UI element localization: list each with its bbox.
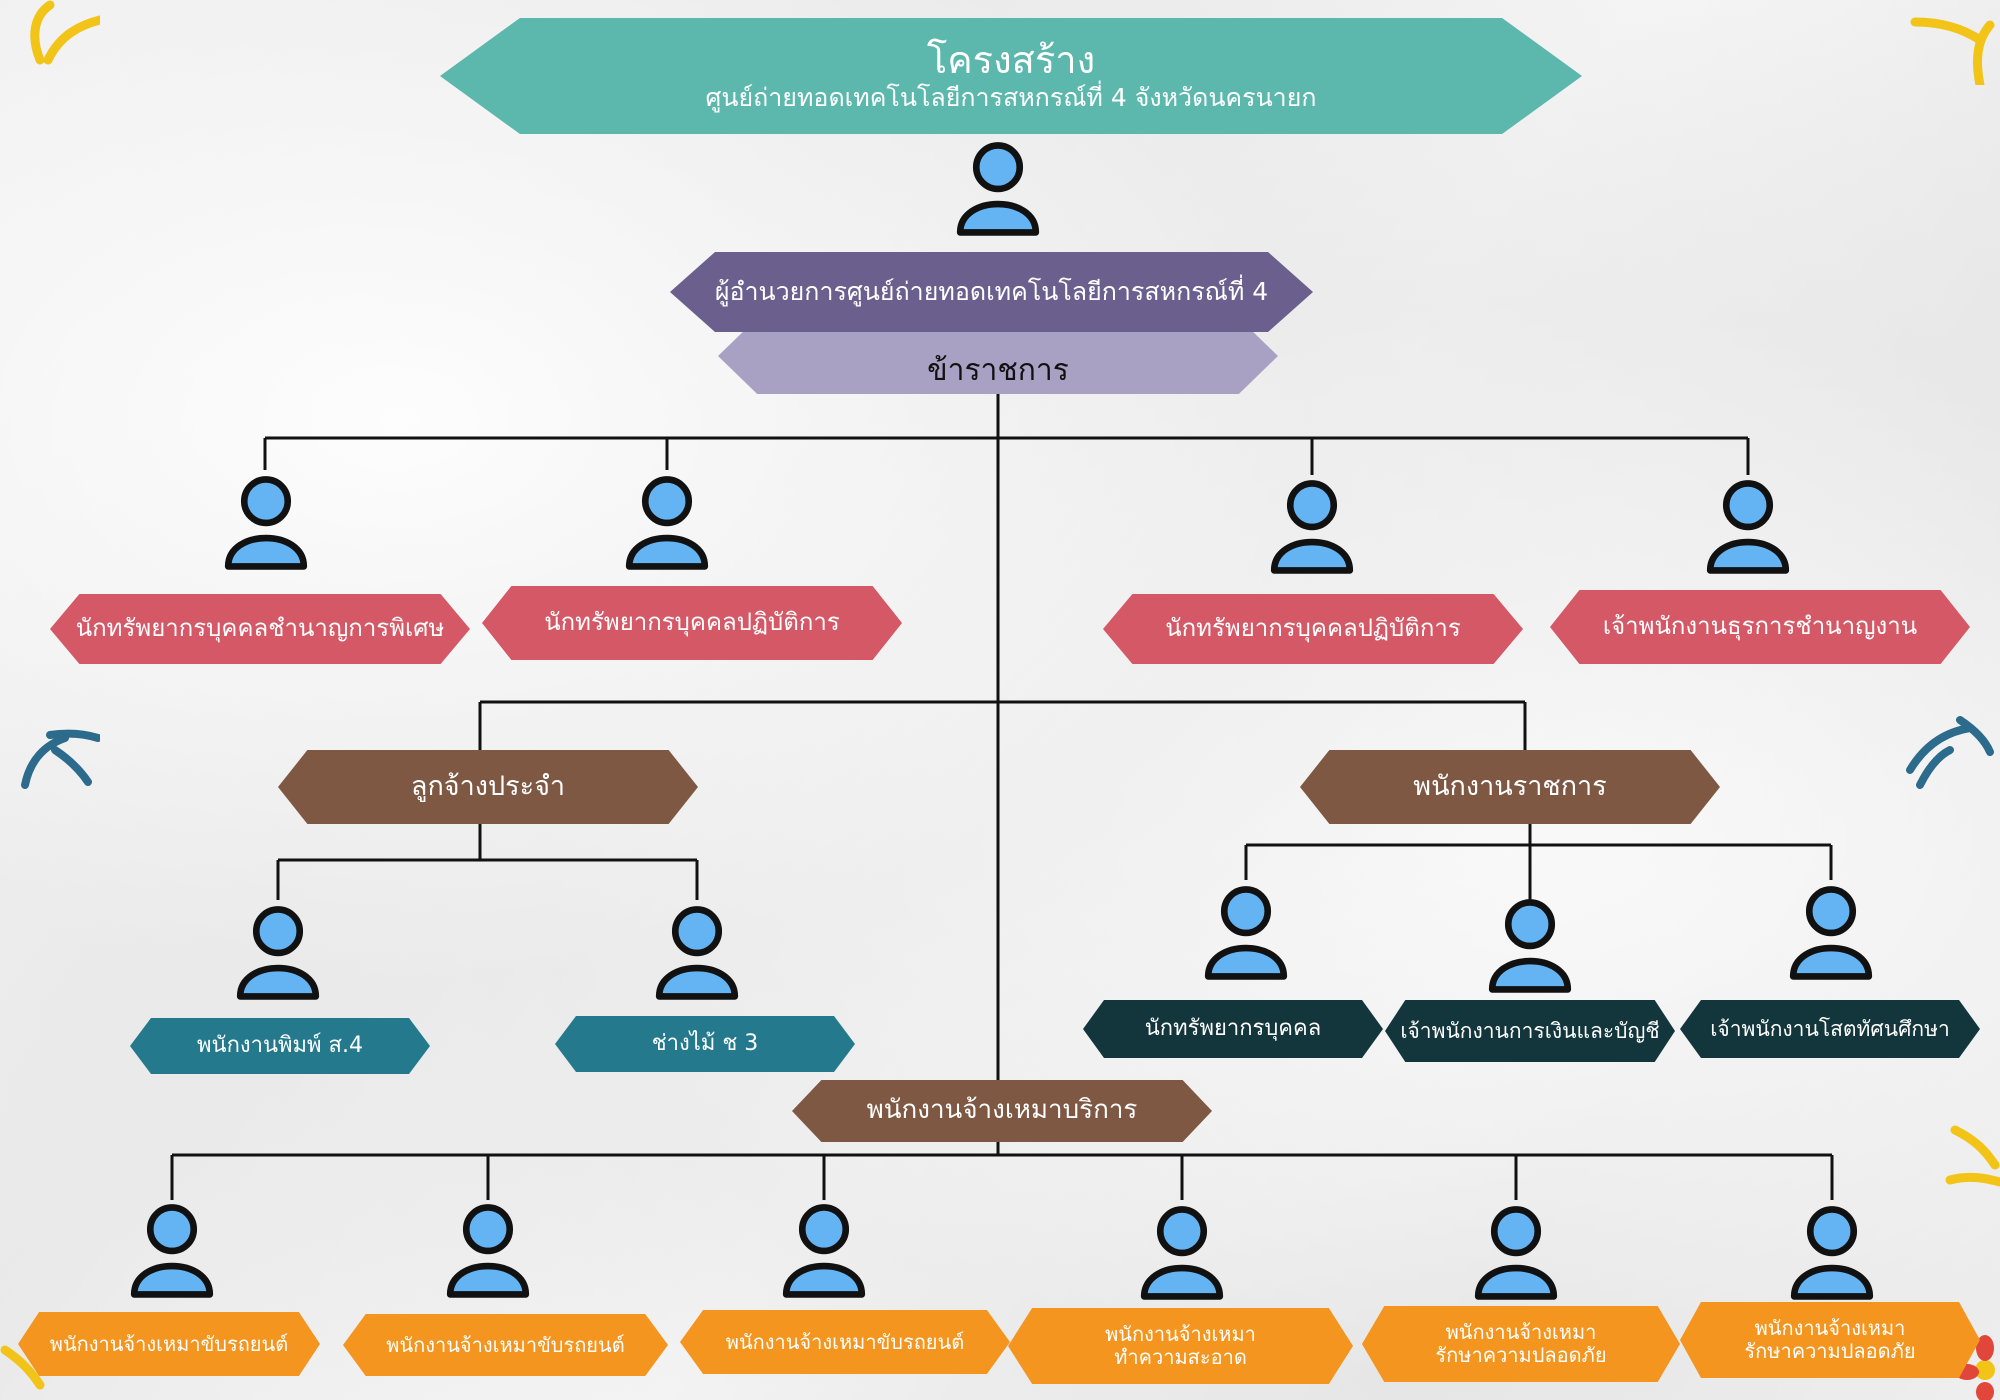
civil-position-box: นักทรัพยากรบุคคลปฏิบัติการ — [1103, 594, 1523, 664]
contract-position-line2: ทำความสะอาด — [1114, 1345, 1247, 1369]
permanent-position-label: ช่างไม้ ช 3 — [651, 1031, 759, 1057]
government-position-box: นักทรัพยากรบุคคล — [1083, 1000, 1383, 1058]
contract-position-line1: พนักงานจ้างเหมา — [1754, 1316, 1906, 1340]
leaf-decoration-top-left — [30, 0, 100, 65]
person-icon — [236, 906, 320, 1000]
government-employees-label: พนักงานราชการ — [1413, 771, 1607, 803]
civil-position-box: นักทรัพยากรบุคคลชำนาญการพิเศษ — [50, 594, 470, 664]
contract-position-line1: พนักงานจ้างเหมาขับรถยนต์ — [725, 1329, 965, 1354]
contract-position-box: พนักงานจ้างเหมาขับรถยนต์ — [680, 1310, 1010, 1374]
permanent-employees-label: ลูกจ้างประจำ — [410, 771, 566, 803]
director-box: ผู้อำนวยการศูนย์ถ่ายทอดเทคโนโลยีการสหกรณ… — [670, 252, 1313, 332]
permanent-position-box: พนักงานพิมพ์ ส.4 — [130, 1018, 430, 1074]
person-icon — [1790, 1206, 1874, 1300]
permanent-position-box: ช่างไม้ ช 3 — [555, 1016, 855, 1072]
flower-decoration-bottom-right — [1955, 1335, 1995, 1400]
contract-position-box: พนักงานจ้างเหมาขับรถยนต์ — [343, 1314, 668, 1376]
person-icon — [1140, 1206, 1224, 1300]
header-banner: โครงสร้าง ศูนย์ถ่ายทอดเทคโนโลยีการสหกรณ์… — [440, 18, 1582, 134]
person-icon — [224, 476, 308, 570]
permanent-employees-box: ลูกจ้างประจำ — [278, 750, 698, 824]
page-subtitle: ศูนย์ถ่ายทอดเทคโนโลยีการสหกรณ์ที่ 4 จังห… — [705, 83, 1317, 113]
contract-position-box: พนักงานจ้างเหมา ทำความสะอาด — [1008, 1308, 1353, 1384]
contract-service-box: พนักงานจ้างเหมาบริการ — [792, 1080, 1212, 1142]
person-icon — [1488, 899, 1572, 993]
government-employees-box: พนักงานราชการ — [1300, 750, 1720, 824]
government-position-box: เจ้าพนักงานการเงินและบัญชี — [1385, 1000, 1675, 1062]
government-position-label: เจ้าพนักงานการเงินและบัญชี — [1400, 1018, 1660, 1043]
government-position-label: นักทรัพยากรบุคคล — [1144, 1016, 1322, 1042]
civil-position-box: เจ้าพนักงานธุรการชำนาญงาน — [1550, 590, 1970, 664]
government-position-label: เจ้าพนักงานโสตทัศนศึกษา — [1710, 1016, 1950, 1041]
civil-servant-label-text: ข้าราชการ — [927, 352, 1069, 388]
director-label: ผู้อำนวยการศูนย์ถ่ายทอดเทคโนโลยีการสหกรณ… — [714, 276, 1269, 306]
leaf-decoration-mid-right — [1906, 716, 1994, 789]
person-icon — [1474, 1206, 1558, 1300]
person-icon — [446, 1204, 530, 1298]
civil-position-label: เจ้าพนักงานธุรการชำนาญงาน — [1602, 612, 1918, 641]
person-icon — [956, 142, 1040, 236]
person-icon — [1789, 886, 1873, 980]
leaf-decoration-bottom-left — [0, 1345, 45, 1390]
person-icon — [1204, 886, 1288, 980]
civil-position-label: นักทรัพยากรบุคคลปฏิบัติการ — [544, 608, 840, 637]
contract-position-line2: รักษาความปลอดภัย — [1744, 1339, 1916, 1363]
civil-position-label: นักทรัพยากรบุคคลชำนาญการพิเศษ — [75, 614, 445, 643]
person-icon — [130, 1204, 214, 1298]
contract-position-box: พนักงานจ้างเหมา รักษาความปลอดภัย — [1680, 1302, 1980, 1378]
person-icon — [625, 476, 709, 570]
leaf-decoration-bottom-right — [1945, 1125, 2000, 1187]
contract-position-line2: รักษาความปลอดภัย — [1435, 1343, 1607, 1367]
page-title: โครงสร้าง — [926, 37, 1096, 82]
permanent-position-label: พนักงานพิมพ์ ส.4 — [197, 1033, 363, 1059]
contract-position-line1: พนักงานจ้างเหมาขับรถยนต์ — [49, 1331, 289, 1356]
person-icon — [782, 1204, 866, 1298]
civil-position-box: นักทรัพยากรบุคคลปฏิบัติการ — [482, 586, 902, 660]
leaf-decoration-top-right — [1910, 17, 1995, 85]
government-position-box: เจ้าพนักงานโสตทัศนศึกษา — [1680, 1000, 1980, 1058]
contract-position-line1: พนักงานจ้างเหมา — [1105, 1322, 1256, 1346]
civil-position-label: นักทรัพยากรบุคคลปฏิบัติการ — [1165, 614, 1461, 643]
contract-position-line1: พนักงานจ้างเหมาขับรถยนต์ — [386, 1332, 625, 1357]
contract-service-label: พนักงานจ้างเหมาบริการ — [866, 1095, 1138, 1126]
person-icon — [1706, 480, 1790, 574]
contract-position-line1: พนักงานจ้างเหมา — [1445, 1320, 1597, 1344]
leaf-decoration-mid-left — [21, 729, 100, 789]
person-icon — [655, 906, 739, 1000]
contract-position-box: พนักงานจ้างเหมา รักษาความปลอดภัย — [1362, 1306, 1680, 1382]
person-icon — [1270, 480, 1354, 574]
contract-position-box: พนักงานจ้างเหมาขับรถยนต์ — [18, 1312, 320, 1376]
